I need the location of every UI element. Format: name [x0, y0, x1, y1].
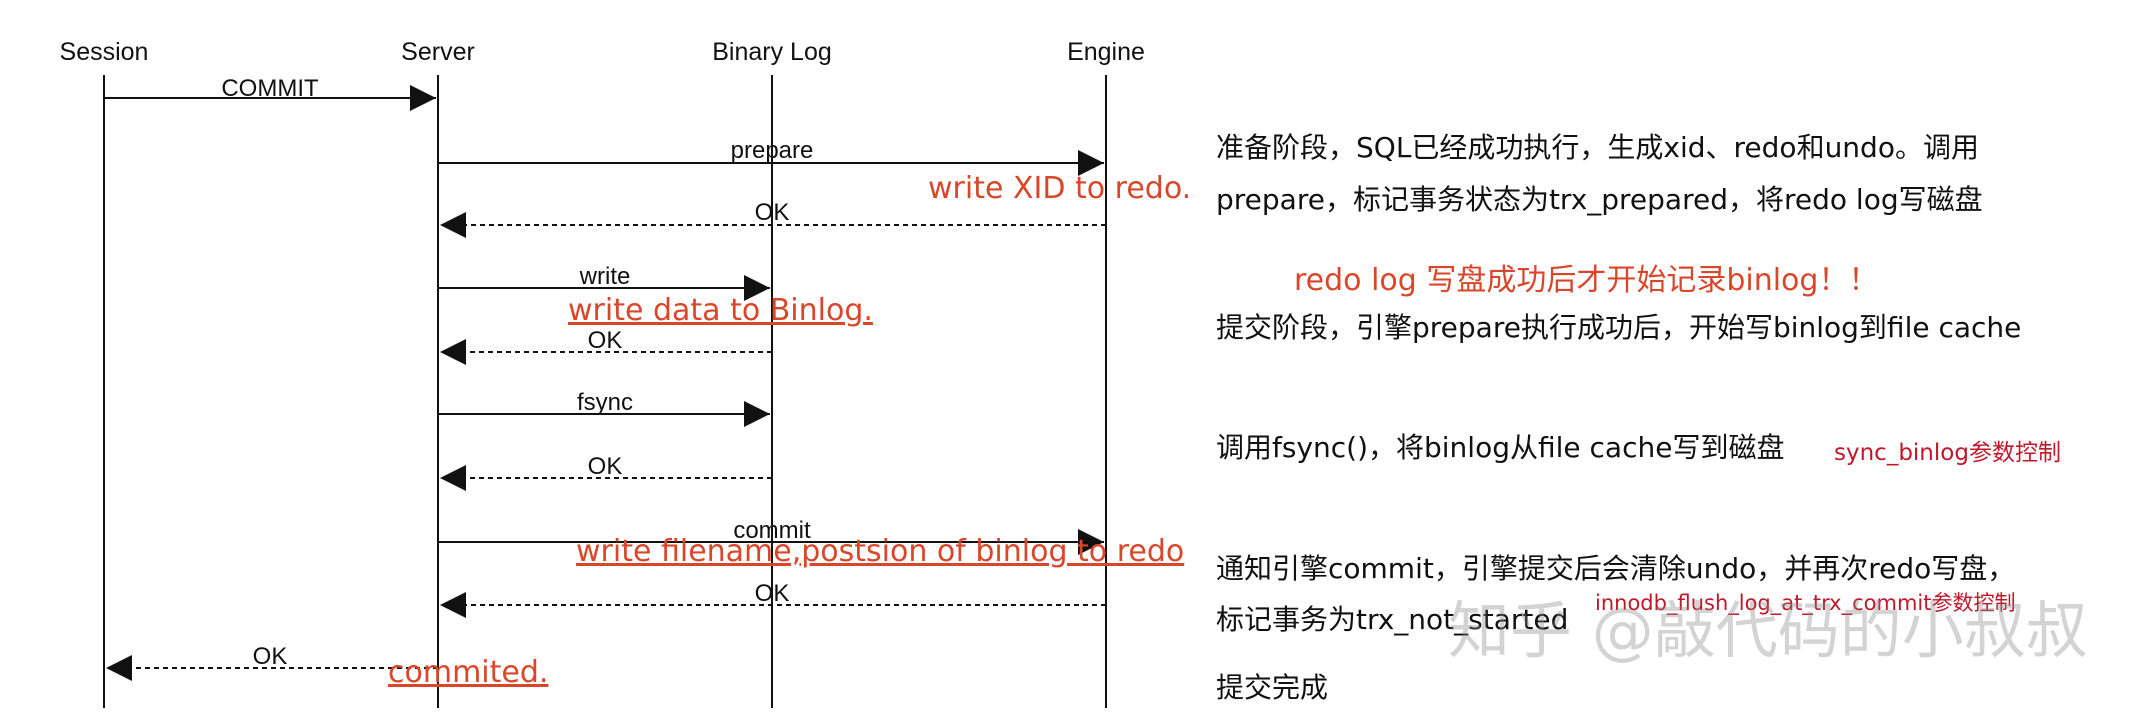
label-ok-write: OK — [588, 327, 623, 354]
lane-title-server: Server — [401, 38, 475, 66]
desc-prepare-line2: prepare，标记事务状态为trx_prepared，将redo log写磁盘 — [1216, 183, 1983, 216]
lane-title-session: Session — [60, 38, 149, 66]
note-committed: commited. — [388, 655, 548, 690]
lane-title-engine: Engine — [1067, 38, 1145, 66]
label-ok-fsync: OK — [588, 453, 623, 480]
note-write-filename: write filename,postsion of binlog to red… — [576, 534, 1184, 569]
desc-notify-line1: 通知引擎commit，引擎提交后会清除undo，并再次redo写盘， — [1216, 552, 2016, 585]
label-commit-request: COMMIT — [221, 75, 319, 102]
note-redo-before-binlog: redo log 写盘成功后才开始记录binlog！！ — [1294, 263, 1879, 298]
label-write: write — [579, 263, 631, 290]
desc-fsync: 调用fsync()，将binlog从file cache写到磁盘 — [1216, 431, 1785, 464]
note-sync-binlog-param: sync_binlog参数控制 — [1834, 440, 2061, 466]
label-prepare: prepare — [731, 137, 814, 164]
desc-prepare-line1: 准备阶段，SQL已经成功执行，生成xid、redo和undo。调用 — [1216, 131, 1979, 164]
desc-done: 提交完成 — [1216, 671, 1329, 704]
watermark: 知乎 @敲代码的小叔叔 — [1448, 594, 2088, 667]
lane-title-binary-log: Binary Log — [712, 38, 832, 66]
desc-commit-phase: 提交阶段，引擎prepare执行成功后，开始写binlog到file cache — [1216, 311, 2022, 344]
label-ok-prepare: OK — [755, 199, 790, 226]
note-flush-log-param: innodb_flush_log_at_trx_commit参数控制 — [1595, 591, 2016, 615]
note-write-xid: write XID to redo. — [928, 171, 1191, 206]
label-fsync: fsync — [577, 389, 633, 416]
label-commit-engine: commit — [733, 517, 811, 544]
label-ok-commit: OK — [755, 580, 790, 607]
label-ok-final: OK — [253, 643, 288, 670]
desc-notify-line2: 标记事务为trx_not_started — [1216, 603, 1569, 636]
note-write-binlog-data: write data to Binlog. — [568, 293, 873, 328]
